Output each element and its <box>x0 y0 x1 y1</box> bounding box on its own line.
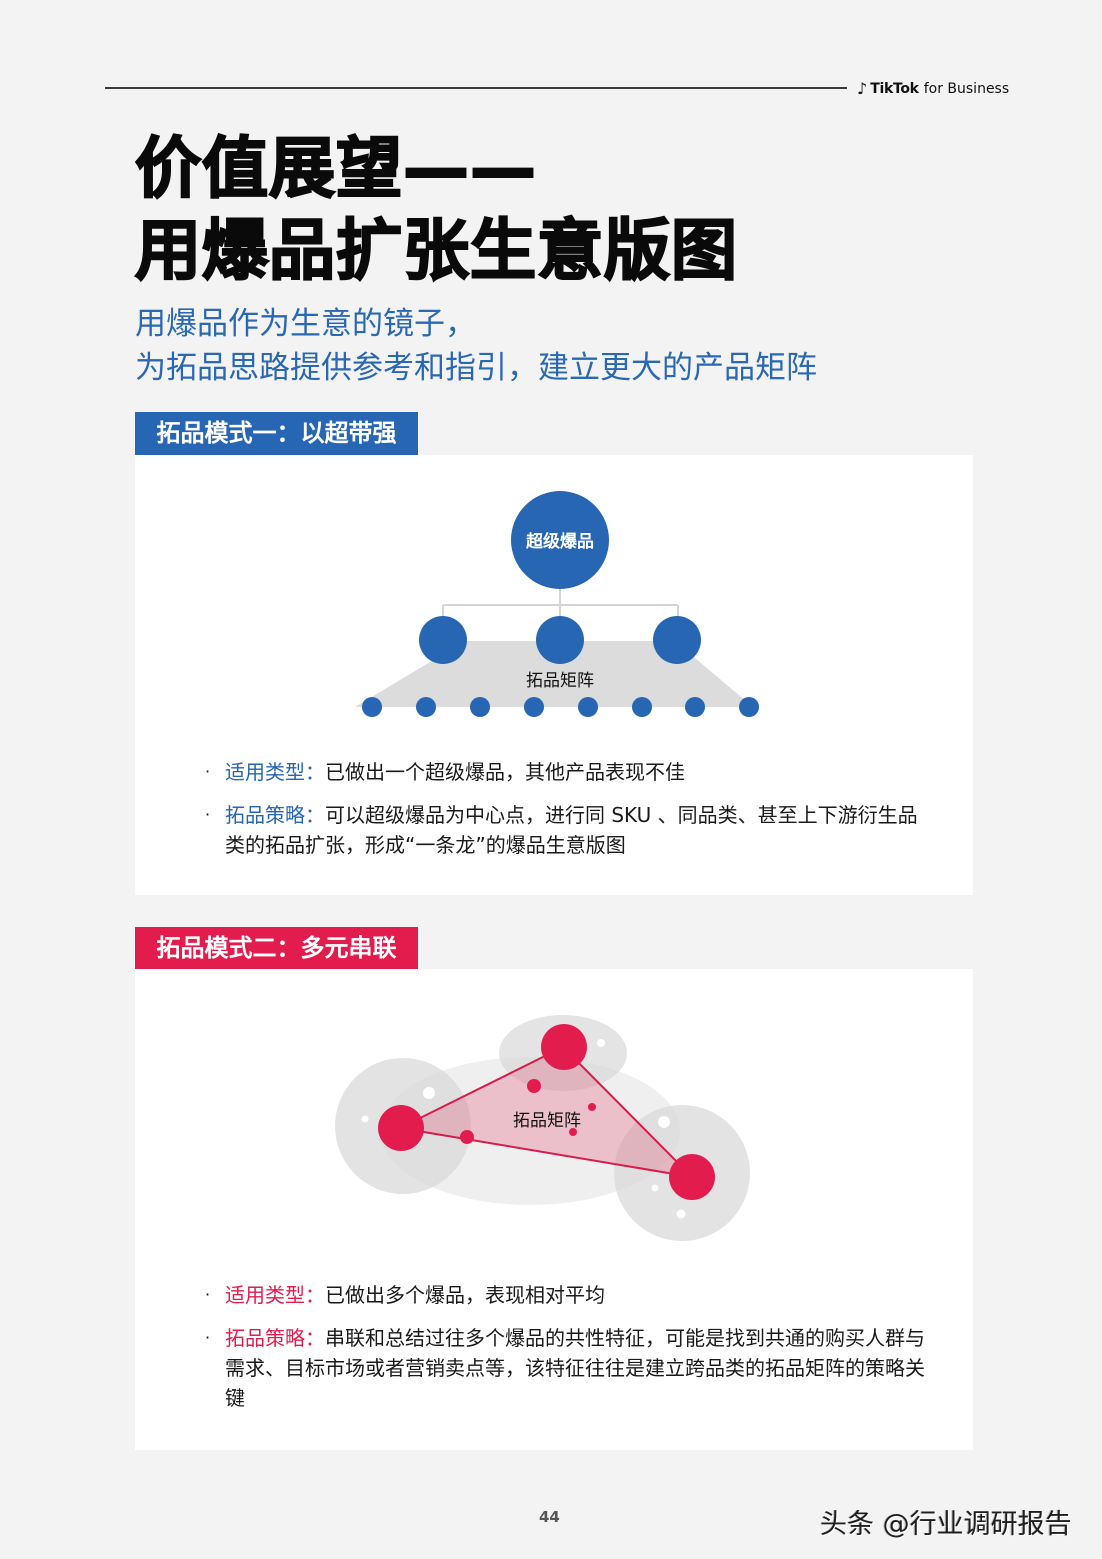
bullet-text: 可以超级爆品为中心点，进行同 SKU 、同品类、甚至上下游衍生品类的拓品扩张，形… <box>225 803 918 857</box>
page-subtitle: 用爆品作为生意的镜子， 为拓品思路提供参考和指引，建立更大的产品矩阵 <box>135 302 817 390</box>
hierarchy-diagram <box>355 491 759 717</box>
page-title: 价值展望—— 用爆品扩张生意版图 <box>134 128 738 292</box>
major-node <box>378 1105 424 1151</box>
brand-name: TikTok <box>870 80 919 97</box>
bullet-text: 已做出多个爆品，表现相对平均 <box>325 1283 605 1307</box>
bullet-item: · 拓品策略：串联和总结过往多个爆品的共性特征，可能是找到共通的购买人群与需求、… <box>205 1323 925 1413</box>
super-product-node <box>511 491 609 589</box>
watermark: 头条 @行业调研报告 <box>820 1509 1072 1540</box>
bullet-key: 拓品策略： <box>225 803 325 827</box>
header-rule <box>105 87 847 89</box>
mid-node <box>419 616 467 664</box>
major-node <box>541 1024 587 1070</box>
section-1-tag: 拓品模式一：以超带强 <box>135 412 418 455</box>
network-diagram <box>335 1015 750 1241</box>
bullet-item: · 适用类型：已做出多个爆品，表现相对平均 <box>205 1280 925 1310</box>
title-line-2: 用爆品扩张生意版图 <box>134 211 738 290</box>
bullet-dot: · <box>205 1328 211 1347</box>
section-2-bullets: · 适用类型：已做出多个爆品，表现相对平均 · 拓品策略：串联和总结过往多个爆品… <box>205 1280 925 1426</box>
title-line-1: 价值展望—— <box>134 129 537 208</box>
brand-logo: ♪ TikTok for Business <box>857 79 1009 98</box>
matrix-triangle <box>396 1045 695 1179</box>
mid-node <box>536 616 584 664</box>
bullet-text: 串联和总结过往多个爆品的共性特征，可能是找到共通的购买人群与需求、目标市场或者营… <box>225 1326 925 1410</box>
bottom-nodes <box>362 697 759 717</box>
super-product-label: 超级爆品 <box>526 532 594 552</box>
minor-nodes <box>460 1079 596 1144</box>
bullet-item: · 拓品策略：可以超级爆品为中心点，进行同 SKU 、同品类、甚至上下游衍生品类… <box>205 800 925 860</box>
bullet-key: 拓品策略： <box>225 1326 325 1350</box>
page-number: 44 <box>539 1508 560 1526</box>
major-node <box>669 1154 715 1200</box>
section-2-tag: 拓品模式二：多元串联 <box>135 927 418 970</box>
bullet-text: 已做出一个超级爆品，其他产品表现不佳 <box>325 760 685 784</box>
bullet-item: · 适用类型：已做出一个超级爆品，其他产品表现不佳 <box>205 757 925 787</box>
white-specks <box>361 1039 686 1219</box>
section-1-bullets: · 适用类型：已做出一个超级爆品，其他产品表现不佳 · 拓品策略：可以超级爆品为… <box>205 757 925 873</box>
subtitle-line-1: 用爆品作为生意的镜子， <box>135 306 476 342</box>
section-1-card: 超级爆品 拓品矩阵 · 适用类型：已做出一个超级爆品，其他产品表现不佳 · 拓品… <box>135 455 973 895</box>
bullet-dot: · <box>205 762 211 781</box>
subtitle-line-2: 为拓品思路提供参考和指引，建立更大的产品矩阵 <box>135 350 817 386</box>
mid-node <box>653 616 701 664</box>
bullet-dot: · <box>205 1285 211 1304</box>
bullet-key: 适用类型： <box>225 760 325 784</box>
bullet-key: 适用类型： <box>225 1283 325 1307</box>
bullet-dot: · <box>205 805 211 824</box>
tiktok-note-icon: ♪ <box>857 79 868 98</box>
section-2-card: 拓品矩阵 · 适用类型：已做出多个爆品，表现相对平均 · 拓品策略：串联和总结过… <box>135 969 973 1450</box>
matrix-label: 拓品矩阵 <box>513 1111 581 1131</box>
connector-lines <box>442 585 679 620</box>
matrix-label: 拓品矩阵 <box>526 671 594 691</box>
brand-suffix: for Business <box>923 80 1010 97</box>
